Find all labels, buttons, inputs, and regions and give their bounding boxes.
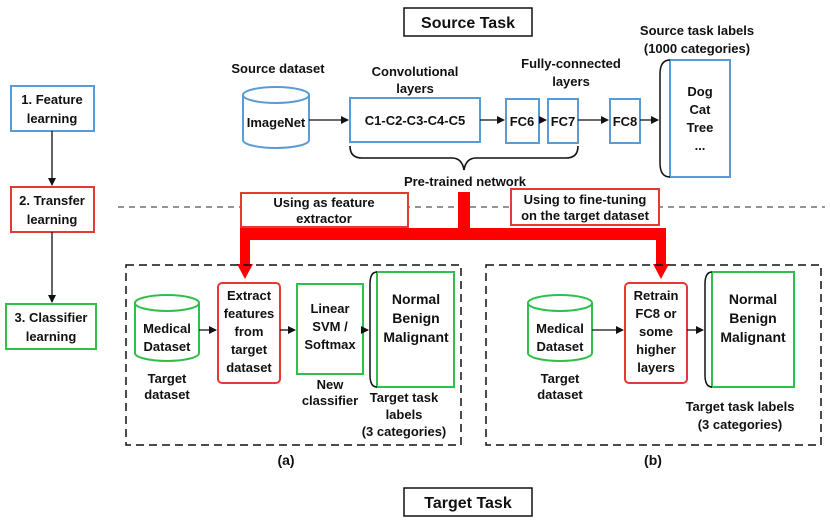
imagenet-label: ImageNet xyxy=(247,115,306,130)
panel-a-caption: (a) xyxy=(277,452,294,468)
fine-tuning-label: Using to fine-tuning on the target datas… xyxy=(510,188,660,226)
panel-b-frame xyxy=(485,264,822,446)
svg-text:Medical: Medical xyxy=(536,321,584,336)
source-label-tree: Tree xyxy=(687,120,714,135)
source-dataset-label: Source dataset xyxy=(231,61,325,76)
svg-text:Normal: Normal xyxy=(392,291,440,307)
fc6-label: FC6 xyxy=(510,114,535,129)
step-3-line-2: learning xyxy=(26,329,77,344)
transfer-right-arrowhead xyxy=(653,264,669,279)
fc-header-1: Fully-connected xyxy=(521,56,621,71)
panel-a-database-icon xyxy=(134,294,200,362)
panel-b-dataset-caption-2: dataset xyxy=(537,387,583,402)
new-classifier-caption-1: New xyxy=(317,377,345,392)
step-2-line-1: 2. Transfer xyxy=(19,193,85,208)
linear-svm-box xyxy=(296,283,364,375)
svg-text:from: from xyxy=(235,324,264,339)
step-transfer-learning-box xyxy=(10,186,95,233)
svg-text:Linear: Linear xyxy=(310,301,349,316)
panel-b-dataset-caption-1: Target xyxy=(541,371,580,386)
svg-text:Source Task: Source Task xyxy=(421,15,515,32)
steps-column: 1. Feature learning 2. Transfer learning… xyxy=(5,85,97,350)
svg-text:FC8 or: FC8 or xyxy=(635,306,676,321)
extract-features-box xyxy=(217,282,281,384)
panel-a-dataset-caption-1: Target xyxy=(148,371,187,386)
transfer-left-drop xyxy=(240,228,250,266)
source-task-title: Source Task xyxy=(403,7,533,37)
svg-text:Malignant: Malignant xyxy=(383,329,449,345)
transfer-bar xyxy=(240,228,666,240)
conv-header-1: Convolutional xyxy=(372,64,459,79)
svg-text:target: target xyxy=(231,342,268,357)
fc7-label: FC7 xyxy=(551,114,576,129)
svg-text:extractor: extractor xyxy=(296,211,352,226)
fc7-box xyxy=(547,98,579,144)
panel-b-database-icon xyxy=(527,294,593,362)
svg-text:Retrain: Retrain xyxy=(634,288,679,303)
step-2-line-2: learning xyxy=(27,212,78,227)
source-labels-header-2: (1000 categories) xyxy=(644,41,750,56)
panel-a-frame xyxy=(125,264,462,446)
svg-text:Malignant: Malignant xyxy=(720,329,786,345)
fc8-box xyxy=(609,98,641,144)
panel-b-labels-caption-2: (3 categories) xyxy=(698,417,783,432)
panel-a-labels-caption-3: (3 categories) xyxy=(362,424,447,439)
svg-text:dataset: dataset xyxy=(226,360,272,375)
step-classifier-learning-box xyxy=(5,303,97,350)
svg-text:SVM /: SVM / xyxy=(312,319,348,334)
svg-text:Softmax: Softmax xyxy=(304,337,356,352)
panel-a: Medical Dataset Target dataset Extract f… xyxy=(125,264,462,468)
svg-text:Normal: Normal xyxy=(729,291,777,307)
transfer-right-drop xyxy=(656,228,666,266)
svg-text:Medical: Medical xyxy=(143,321,191,336)
imagenet-database-icon xyxy=(242,86,310,149)
svg-text:layers: layers xyxy=(637,360,675,375)
step-1-line-2: learning xyxy=(27,111,78,126)
panel-b-labels-document xyxy=(704,271,795,388)
panel-a-dataset-caption-2: dataset xyxy=(144,387,190,402)
source-label-cat: Cat xyxy=(690,102,712,117)
fc8-label: FC8 xyxy=(613,114,638,129)
pretrained-network-label: Pre-trained network xyxy=(404,174,527,189)
svg-text:on the target dataset: on the target dataset xyxy=(521,208,650,223)
panel-a-labels-caption-1: Target task xyxy=(370,390,439,405)
fc6-box xyxy=(505,98,540,144)
svg-text:Benign: Benign xyxy=(392,310,439,326)
source-label-more: ... xyxy=(695,138,706,153)
panel-b-caption: (b) xyxy=(644,452,662,468)
svg-text:Dataset: Dataset xyxy=(144,339,192,354)
transfer-left-arrowhead xyxy=(237,264,253,279)
step-1-line-1: 1. Feature xyxy=(21,92,82,107)
panel-b: Medical Dataset Target dataset Retrain F… xyxy=(485,264,822,468)
feature-extractor-label: Using as feature extractor xyxy=(240,192,409,228)
source-network: Source dataset ImageNet Convolutional la… xyxy=(231,23,754,189)
panel-a-labels-caption-2: labels xyxy=(386,407,423,422)
new-classifier-caption-2: classifier xyxy=(302,393,358,408)
svg-text:some: some xyxy=(639,324,673,339)
svg-text:Extract: Extract xyxy=(227,288,272,303)
source-labels-header-1: Source task labels xyxy=(640,23,754,38)
svg-text:Benign: Benign xyxy=(729,310,776,326)
transfer-stem xyxy=(458,192,470,232)
conv-layers-box xyxy=(349,97,481,143)
svg-text:Dataset: Dataset xyxy=(537,339,585,354)
svg-text:Target Task: Target Task xyxy=(424,495,512,512)
source-label-dog: Dog xyxy=(687,84,712,99)
transfer-arrows xyxy=(237,192,669,279)
source-labels-document xyxy=(659,59,731,178)
conv-header-2: layers xyxy=(396,81,434,96)
svg-text:Using as feature: Using as feature xyxy=(273,195,374,210)
svg-text:features: features xyxy=(224,306,275,321)
svg-text:Using to fine-tuning: Using to fine-tuning xyxy=(524,192,647,207)
pretrained-brace xyxy=(349,145,579,171)
panel-b-labels-caption-1: Target task labels xyxy=(686,399,795,414)
panel-a-labels-document xyxy=(369,271,455,388)
svg-text:higher: higher xyxy=(636,342,676,357)
step-3-line-1: 3. Classifier xyxy=(15,310,88,325)
fc-header-2: layers xyxy=(552,74,590,89)
target-task-title: Target Task xyxy=(403,487,533,517)
retrain-box xyxy=(624,282,688,384)
conv-layers-label: C1-C2-C3-C4-C5 xyxy=(365,113,465,128)
